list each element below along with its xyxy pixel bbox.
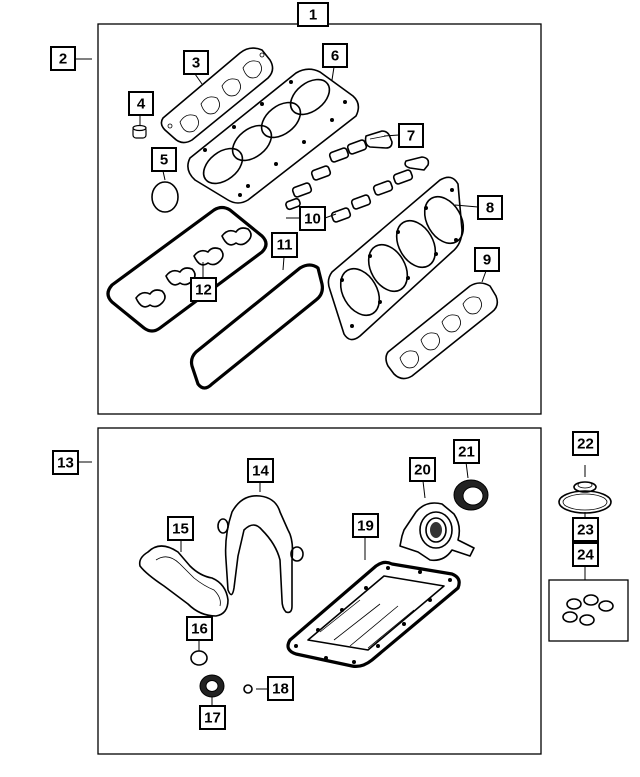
intake-manifold-port-gaskets [285,139,414,223]
callout-4: 4 [128,91,154,116]
seal-kit-frame [548,579,629,642]
callout-11: 11 [271,232,298,258]
callout-number: 7 [407,128,415,145]
small-o-ring [190,650,208,666]
callout-number: 5 [160,152,168,169]
callout-19: 19 [352,513,379,538]
callout-20: 20 [409,457,436,482]
callout-23: 23 [572,517,599,542]
callout-22: 22 [572,431,599,456]
callout-5: 5 [151,147,177,172]
callout-8: 8 [477,195,503,220]
callout-2: 2 [50,46,76,71]
callout-number: 13 [57,455,74,472]
callout-21: 21 [453,439,480,464]
valve-cover-gasket-left [106,205,268,333]
oil-pan-gasket [286,560,461,668]
timing-cover-seal-strip [364,130,430,171]
callout-3: 3 [183,50,209,75]
rear-crankshaft-seal [453,479,489,511]
cylinder-head-gasket-left [187,68,360,204]
callout-number: 12 [195,282,212,299]
callout-number: 2 [59,51,67,68]
callout-number: 19 [357,518,374,535]
callout-number: 22 [577,436,594,453]
leader-lines [75,24,586,706]
callout-13: 13 [52,450,79,475]
callout-number: 17 [204,710,221,727]
o-ring [151,181,179,213]
callout-7: 7 [398,123,424,148]
cylinder-head-gasket-right [327,176,465,341]
tiny-o-ring [243,684,253,694]
callout-18: 18 [267,676,294,701]
exhaust-manifold-gasket-right [385,282,499,380]
callout-number: 4 [137,96,146,113]
callout-number: 14 [252,463,269,480]
callout-16: 16 [186,616,213,641]
callout-number: 18 [272,681,289,698]
callout-9: 9 [474,247,500,272]
callout-number: 10 [304,211,321,228]
callout-number: 8 [486,200,494,217]
small-seal-set [562,594,614,626]
callout-number: 23 [577,522,594,539]
front-crankshaft-seal [199,674,225,698]
callout-number: 6 [331,48,339,65]
callout-number: 24 [577,547,594,564]
callout-12: 12 [190,277,217,302]
callout-10: 10 [299,206,326,231]
callout-number: 20 [414,462,431,479]
oil-plug-seal [132,124,147,139]
callout-number: 11 [277,237,293,254]
callout-number: 9 [483,252,491,269]
callout-1: 1 [297,2,329,27]
callout-15: 15 [167,516,194,541]
seal-ring [573,481,597,493]
callout-number: 3 [192,55,200,72]
lower-kit-frame [97,427,542,755]
rear-main-seal-retainer [399,502,475,562]
water-pump-gasket [138,545,229,617]
callout-14: 14 [247,458,274,483]
timing-cover-gasket [217,495,304,614]
callout-number: 16 [191,621,208,638]
callout-number: 1 [309,7,317,24]
exhaust-manifold-gasket-left [160,47,274,144]
callout-number: 21 [458,444,475,461]
callout-17: 17 [199,705,226,730]
valve-cover-gasket-right [189,263,324,390]
callout-24: 24 [572,542,599,567]
callout-number: 15 [172,521,189,538]
large-seal-ring [558,490,612,514]
callout-6: 6 [322,43,348,68]
